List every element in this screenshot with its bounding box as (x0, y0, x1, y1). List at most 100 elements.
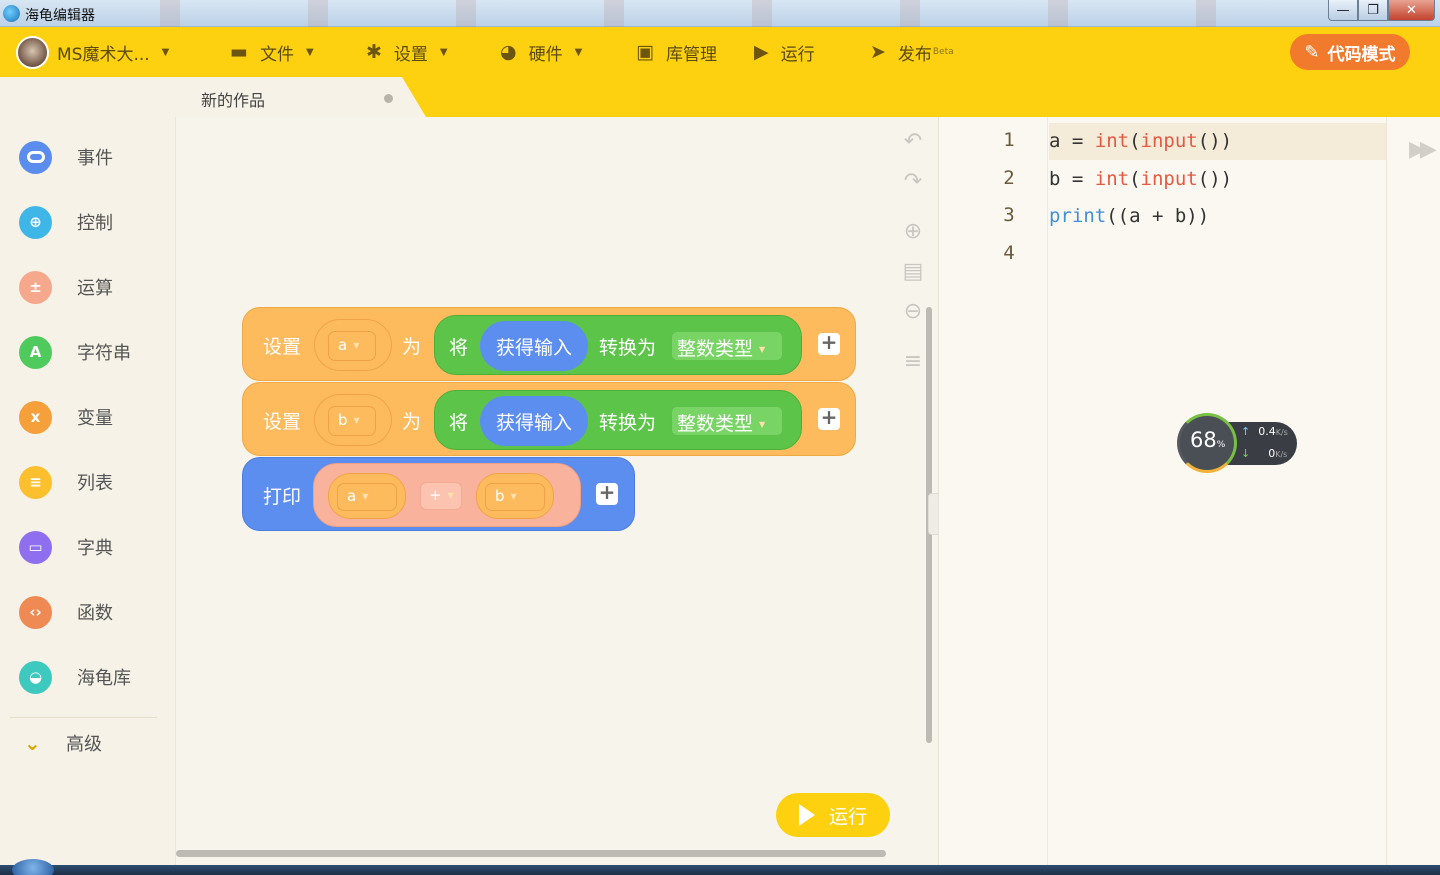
network-speed-widget[interactable]: 68% ↑0.4K/s ↓0K/s (1177, 413, 1297, 473)
set-variable-block[interactable]: 设置 a▼ 为 将 获得输入 转换为 整数类型▼ + (242, 307, 856, 381)
variable-selector[interactable]: a▼ (328, 331, 376, 361)
code-token: ( (1129, 130, 1141, 152)
list-icon: ≡ (19, 465, 52, 499)
type-dropdown[interactable]: 整数类型▼ (671, 406, 783, 436)
variable-selector[interactable]: a▼ (337, 483, 397, 511)
pencil-icon: ✎ (1304, 41, 1320, 63)
os-taskbar (0, 859, 1440, 875)
add-argument-button[interactable]: + (818, 332, 840, 355)
category-control[interactable]: ⊕ 控制 (0, 197, 176, 247)
title-bar: 海龟编辑器 — ❐ ✕ (0, 0, 1440, 27)
get-input-label: 获得输入 (495, 411, 572, 434)
type-label: 整数类型 (677, 338, 754, 360)
book-icon: ▭ (19, 530, 52, 564)
get-input-block[interactable]: 获得输入 (480, 396, 588, 446)
type-dropdown[interactable]: 整数类型 ▼ (671, 331, 783, 361)
category-functions[interactable]: ‹› 函数 (0, 587, 176, 637)
menu-run[interactable]: ▶ 运行 (754, 27, 815, 77)
category-dictionary[interactable]: ▭ 字典 (0, 522, 176, 572)
variable-dropdown[interactable]: b▼ (314, 394, 392, 446)
tab-new-work[interactable]: 新的作品 (176, 77, 426, 117)
add-argument-button[interactable]: + (818, 407, 840, 430)
menu-bar: MS魔术大... ▼ ▬ 文件 ▼ ✱ 设置 ▼ ◕ 硬件 ▼ ▣ 库管理 ▶ … (0, 27, 1440, 77)
speed-unit: K/s (1275, 428, 1288, 437)
variable-selector[interactable]: b▼ (485, 483, 545, 511)
convert-block[interactable]: 将 获得输入 转换为 整数类型▼ (434, 390, 802, 450)
download-speed: ↓0K/s (1241, 447, 1287, 460)
collapse-panel-icon[interactable]: ▶▶ (1409, 137, 1437, 162)
code-token: ()) (1197, 168, 1233, 190)
chevron-down-icon: ▼ (574, 46, 583, 58)
variable-name: b (495, 487, 505, 505)
block-keyword: 打印 (263, 486, 302, 508)
zoom-reset-icon[interactable]: ▤ (902, 258, 924, 284)
window-title: 海龟编辑器 (25, 8, 95, 24)
code-line[interactable]: b = int(input()) (1049, 161, 1232, 198)
code-token-function: input (1140, 168, 1198, 190)
maximize-button[interactable]: ❐ (1358, 0, 1388, 21)
variable-name: a (347, 487, 357, 505)
category-label: 变量 (77, 408, 113, 429)
code-editor-panel[interactable]: 1 2 3 4 a = int(input()) b = int(input()… (938, 117, 1440, 865)
block-keyword: 为 (402, 336, 422, 358)
set-variable-block[interactable]: 设置 b▼ 为 将 获得输入 转换为 整数类型▼ + (242, 382, 856, 456)
menu-library-manager[interactable]: ▣ 库管理 (636, 27, 717, 77)
redo-icon[interactable]: ↷ (903, 168, 923, 194)
variable-selector[interactable]: b▼ (328, 406, 376, 436)
category-lists[interactable]: ≡ 列表 (0, 457, 176, 507)
variable-dropdown[interactable]: b▼ (476, 473, 554, 519)
add-argument-button[interactable]: + (596, 482, 618, 505)
minimize-button[interactable]: — (1328, 0, 1358, 21)
run-button[interactable]: 运行 (776, 793, 890, 837)
code-token-function: int (1094, 168, 1130, 190)
dropdown-arrow-icon: ▼ (353, 416, 360, 425)
get-input-block[interactable]: 获得输入 (480, 321, 588, 371)
dropdown-arrow-icon: ▼ (362, 492, 369, 501)
play-icon (798, 804, 815, 826)
convert-block[interactable]: 将 获得输入 转换为 整数类型▼ (434, 315, 802, 375)
category-events[interactable]: 事件 (0, 132, 176, 182)
gamepad-icon: ⊕ (19, 205, 52, 239)
code-line[interactable]: a = int(input()) (1049, 123, 1386, 160)
undo-icon[interactable]: ↶ (903, 128, 923, 154)
chevron-down-icon: ⌄ (24, 731, 41, 755)
operator-dropdown[interactable]: +▼ (420, 482, 462, 510)
menu-settings[interactable]: ✱ 设置 ▼ (366, 27, 448, 77)
code-mode-button[interactable]: ✎ 代码模式 (1290, 34, 1410, 70)
variable-dropdown[interactable]: a▼ (328, 473, 406, 519)
horizontal-scrollbar[interactable] (176, 850, 886, 857)
category-variables[interactable]: x 变量 (0, 392, 176, 442)
variable-dropdown[interactable]: a▼ (314, 319, 392, 371)
category-operators[interactable]: ± 运算 (0, 262, 176, 312)
code-line[interactable]: print((a + b)) (1049, 198, 1209, 235)
category-advanced[interactable]: ⌄ 高级 (0, 718, 176, 768)
robot-icon: ◕ (500, 41, 517, 63)
align-blocks-icon[interactable]: ≡ (903, 348, 923, 374)
block-keyword: 设置 (263, 411, 302, 433)
zoom-out-icon[interactable]: ⊖ (903, 298, 923, 324)
speed-unit: K/s (1275, 450, 1288, 459)
menu-library-label: 库管理 (665, 44, 717, 65)
category-label: 字典 (77, 538, 113, 559)
print-block[interactable]: 打印 a▼ +▼ b▼ + (242, 457, 635, 531)
type-label: 整数类型 (677, 413, 754, 435)
app-logo-icon (3, 5, 20, 22)
zoom-in-icon[interactable]: ⊕ (903, 218, 923, 244)
block-keyword: 将 (449, 412, 469, 434)
menu-hardware[interactable]: ◕ 硬件 ▼ (500, 27, 582, 77)
dropdown-arrow-icon: ▼ (759, 345, 766, 354)
start-orb-icon[interactable] (12, 859, 54, 875)
code-token-function: int (1094, 130, 1130, 152)
chevron-down-icon: ▼ (305, 46, 314, 58)
user-menu[interactable]: MS魔术大... ▼ (16, 27, 169, 77)
category-strings[interactable]: A 字符串 (0, 327, 176, 377)
blocks-workspace[interactable]: ↶ ↷ ⊕ ▤ ⊖ ≡ 设置 a▼ 为 将 获得输入 转换为 整数类型▼ + 设… (176, 117, 950, 865)
close-button[interactable]: ✕ (1388, 0, 1435, 21)
category-turtle-library[interactable]: ◒ 海龟库 (0, 652, 176, 702)
dropdown-arrow-icon: ▼ (447, 491, 454, 500)
menu-file[interactable]: ▬ 文件 ▼ (230, 27, 314, 77)
add-expression-block[interactable]: a▼ +▼ b▼ (313, 463, 581, 527)
category-label: 运算 (77, 278, 113, 299)
code-token: b = (1049, 168, 1095, 190)
